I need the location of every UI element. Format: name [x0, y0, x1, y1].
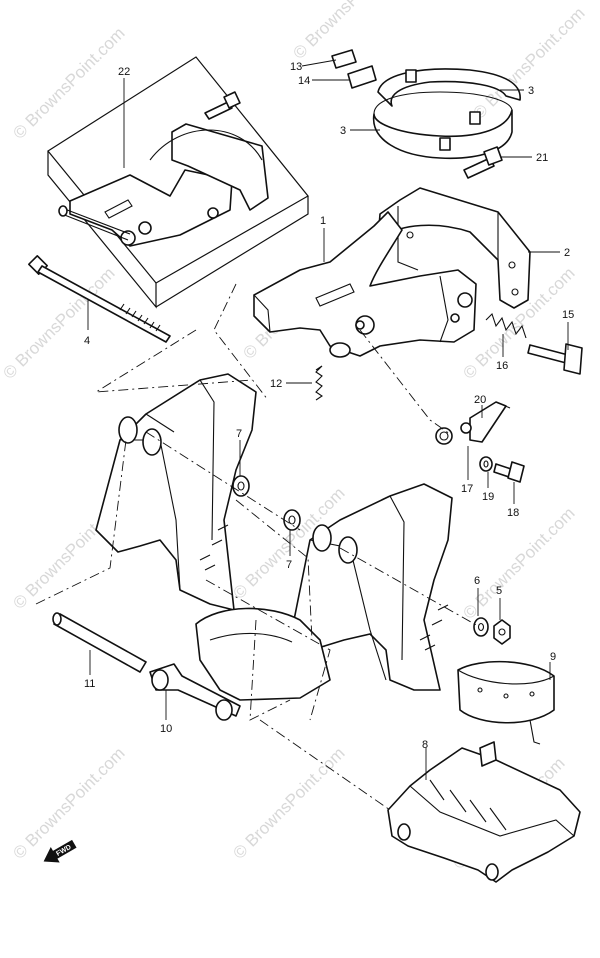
part-11-pin	[52, 612, 147, 673]
callout-16: 16	[496, 360, 508, 372]
callout-12: 12	[270, 378, 282, 390]
callout-3-upper: 3	[528, 85, 534, 97]
callout-17: 17	[461, 483, 473, 495]
left-stern-bracket	[95, 373, 257, 611]
part-3-clamp-rings	[372, 68, 521, 160]
part-22-assembly	[47, 56, 309, 309]
callout-18: 18	[507, 507, 519, 519]
watermark-9: © BrownsPoint.com	[459, 504, 578, 623]
callout-10: 10	[160, 723, 172, 735]
watermark-11: © BrownsPoint.com	[229, 744, 348, 863]
part-4-long-bolt	[28, 255, 171, 343]
part-17-spring	[435, 422, 472, 445]
callout-2: 2	[564, 247, 570, 259]
callout-1: 1	[320, 215, 326, 227]
callout-22: 22	[118, 66, 130, 78]
callout-labels: 22 13 14 3 3 21 1 2 15 4 16 12 20 7 17 1…	[84, 61, 574, 751]
callout-8: 8	[422, 739, 428, 751]
callout-9: 9	[550, 651, 556, 663]
callout-3-lower: 3	[340, 125, 346, 137]
fwd-direction-arrow: FWD	[43, 839, 77, 863]
right-stern-bracket	[289, 483, 453, 691]
callout-7-upper: 7	[236, 428, 242, 440]
callout-6: 6	[474, 575, 480, 587]
callout-19: 19	[482, 491, 494, 503]
part-5-nut	[493, 619, 511, 645]
part-7-washers	[232, 475, 301, 531]
fwd-label: FWD	[55, 844, 72, 858]
part-9-clamp	[457, 660, 555, 745]
callout-11: 11	[84, 678, 95, 690]
part-16-spring	[485, 312, 527, 339]
part-21-bolt	[463, 146, 503, 179]
part-6-washer	[473, 617, 489, 637]
callout-13: 13	[290, 61, 302, 73]
callout-5: 5	[496, 585, 502, 597]
center-lines	[35, 283, 479, 811]
part-12-spring	[315, 365, 323, 401]
callout-7-lower: 7	[286, 559, 292, 571]
part-19-washer	[479, 456, 493, 472]
watermark-1: © BrownsPoint.com	[9, 24, 128, 143]
part-1-swivel-bracket	[253, 211, 477, 358]
part-20-lever	[469, 401, 511, 443]
leader-lines	[87, 59, 569, 780]
callout-15: 15	[562, 309, 574, 321]
part-15-wing-screw	[527, 343, 583, 375]
callout-14: 14	[298, 75, 310, 87]
callout-20: 20	[474, 394, 486, 406]
watermark-3: © BrownsPoint.com	[469, 4, 588, 123]
part-18-bolt	[493, 461, 525, 483]
part-13-14-pads	[331, 49, 377, 89]
part-10-tilt-bracket	[149, 607, 331, 721]
part-8-lower-bracket	[387, 741, 581, 883]
callout-4: 4	[84, 335, 90, 347]
callout-21: 21	[536, 152, 548, 164]
